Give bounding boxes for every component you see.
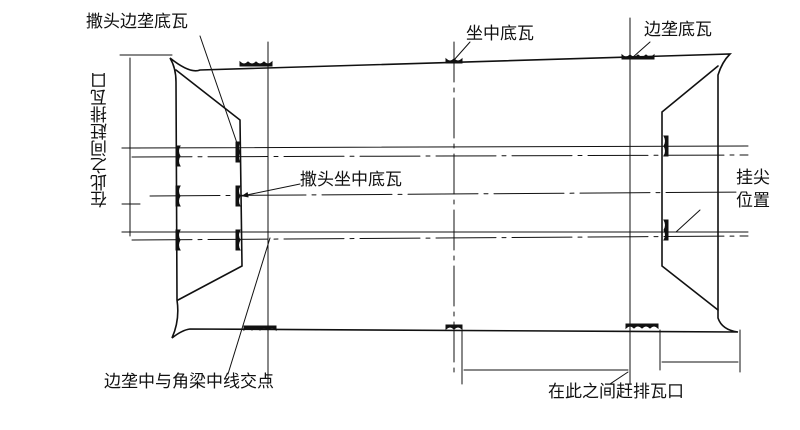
h-line-1 [121, 145, 749, 149]
label-hip-center-tile: 撒头坐中底瓦 [300, 170, 402, 190]
tile-symbol [235, 185, 241, 207]
tile-symbol [175, 185, 181, 207]
leader-edge-ridge [631, 41, 651, 59]
left-hip-outline [175, 69, 243, 301]
tile-symbol [239, 60, 273, 67]
tile-symbol [663, 219, 669, 241]
roof-outline [169, 53, 739, 339]
label-edge-ridge-tile: 边垄底瓦 [644, 20, 712, 40]
label-ridge-intersection: 边垄中与角梁中线交点 [104, 372, 274, 392]
leader-intersection [227, 237, 271, 375]
label-fill-between-bottom: 在此之间赶排瓦口 [548, 382, 684, 402]
h-line-5 [131, 235, 749, 241]
tile-symbol [445, 57, 463, 64]
leader-center [453, 41, 471, 61]
label-center-tile: 坐中底瓦 [466, 24, 534, 44]
label-hip-edge-tile: 撒头边垄底瓦 [86, 12, 188, 32]
tile-symbol [235, 141, 241, 163]
label-fill-between-left: 在此之间赶排瓦口 [91, 72, 111, 208]
leader-hip-edge [199, 35, 239, 147]
leader-hip-center [241, 183, 301, 198]
leader-hanging-tip [675, 209, 701, 233]
label-hanging-tip-line2: 位置 [736, 191, 770, 211]
tile-symbol [625, 323, 659, 330]
tile-symbol [445, 324, 463, 331]
label-hanging-tip-line1: 挂尖 [736, 168, 770, 188]
tile-symbol [663, 135, 669, 157]
tile-symbol [235, 229, 241, 251]
tile-symbol [243, 325, 277, 332]
tile-symbol [175, 145, 181, 167]
h-line-3 [149, 191, 749, 197]
h-line-2 [131, 154, 749, 158]
right-hip-outline [661, 65, 719, 311]
tile-symbol [175, 229, 181, 251]
leader-bottom-label [609, 371, 629, 385]
tile-symbol [621, 53, 655, 60]
